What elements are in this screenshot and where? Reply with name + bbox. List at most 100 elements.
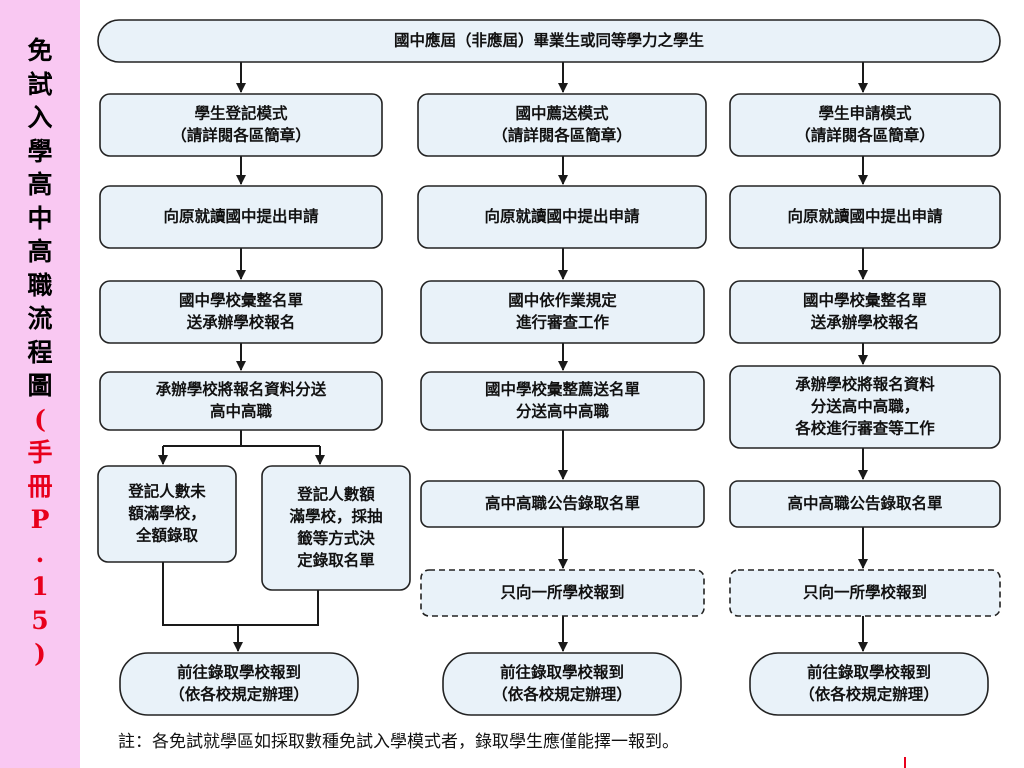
- sidebar-title-char: 流: [27, 304, 53, 333]
- col1-final-box-shape: [119, 652, 359, 716]
- col2-mode-box: 國中薦送模式 （請詳閱各區簡章）: [417, 93, 707, 157]
- col2-review-box-label: 國中依作業規定: [508, 291, 617, 310]
- col1-distribute-box-label: 高中高職: [210, 402, 273, 421]
- col3-distribute-box-label: 各校進行審查等工作: [794, 419, 935, 438]
- sidebar-note-char: 5: [31, 605, 49, 635]
- col2-apply-box: 向原就讀國中提出申請: [417, 185, 707, 249]
- sidebar-title-char: 程: [27, 337, 53, 367]
- top-banner-shape: [97, 19, 1001, 63]
- col3-announce-box: 高中高職公告錄取名單: [729, 480, 1001, 528]
- col1-branch-a-box-shape: [97, 465, 237, 563]
- col2-announce-box: 高中高職公告錄取名單: [420, 480, 705, 528]
- sidebar-title-char: 高: [27, 170, 53, 199]
- col2-announce-box-label: 高中高職公告錄取名單: [485, 494, 640, 513]
- sidebar-title-char: 試: [27, 69, 53, 99]
- col3-compile-box-label: 國中學校彙整名單: [803, 291, 927, 310]
- col2-final-box-label: （依各校規定辦理）: [492, 685, 632, 704]
- col1-branch-a-box-label: 全額錄取: [135, 526, 199, 545]
- col3-announce-box-label: 高中高職公告錄取名單: [787, 494, 942, 513]
- col3-mode-box-label: 學生申請模式: [818, 104, 912, 123]
- col1-apply-box-label: 向原就讀國中提出申請: [163, 207, 319, 226]
- sidebar-note-char: 冊: [27, 471, 53, 501]
- col1-branch-b-box-shape: [261, 465, 411, 591]
- col1-distribute-box-shape: [99, 371, 383, 431]
- connectors: [158, 62, 868, 652]
- sidebar-note-char: ): [34, 639, 46, 668]
- col3-compile-box-label: 送承辦學校報名: [810, 313, 920, 332]
- col1-branch-b-box-label: 籤等方式決: [297, 529, 375, 548]
- col1-branch-b-box-label: 滿學校，採抽: [289, 507, 382, 526]
- top-banner-label: 國中應屆（非應屆）畢業生或同等學力之學生: [394, 31, 705, 50]
- sidebar-title-char: 學: [27, 136, 53, 166]
- col2-review-box-label: 進行審查工作: [516, 313, 610, 332]
- col3-distribute-box-label: 承辦學校將報名資料: [795, 375, 935, 394]
- col2-compile-box-label: 分送高中高職: [516, 402, 610, 421]
- col1-branch-b-box-label: 登記人數額: [296, 485, 375, 504]
- col1-compile-box-shape: [99, 280, 383, 344]
- sidebar-note-char: 1: [31, 572, 49, 601]
- col2-announce-box-shape: [420, 480, 705, 528]
- col3-mode-box: 學生申請模式 （請詳閱各區簡章）: [729, 93, 1001, 157]
- col1-mode-box-label: 學生登記模式: [194, 104, 288, 123]
- sidebar-note-char: P: [30, 505, 50, 534]
- col3-final-box-label: 前往錄取學校報到: [807, 663, 931, 682]
- col2-apply-box-label: 向原就讀國中提出申請: [484, 207, 640, 226]
- col1-apply-box: 向原就讀國中提出申請: [99, 185, 383, 249]
- col3-mode-box-label: （請詳閱各區簡章）: [795, 126, 935, 145]
- col2-compile-box-shape: [420, 371, 705, 431]
- col3-mode-box-shape: [729, 93, 1001, 157]
- flow-line: [162, 562, 319, 626]
- col2-mode-box-label: （請詳閱各區簡章）: [492, 126, 632, 145]
- col2-final-box: 前往錄取學校報到 （依各校規定辦理）: [442, 652, 682, 716]
- footnote: 註：各免試就學區如採取數種免試入學模式者，錄取學生應僅能擇一報到。: [118, 732, 679, 752]
- col3-report-box: 只向一所學校報到: [729, 569, 1001, 617]
- sidebar-title-char: 中: [27, 203, 53, 233]
- col3-final-box-label: （依各校規定辦理）: [799, 685, 939, 704]
- col3-compile-box-shape: [729, 280, 1001, 344]
- col1-mode-box-label: （請詳閱各區簡章）: [171, 126, 311, 145]
- col1-mode-box-shape: [99, 93, 383, 157]
- col2-report-box-label: 只向一所學校報到: [500, 583, 624, 602]
- col3-apply-box-shape: [729, 185, 1001, 249]
- col3-distribute-box-label: 分送高中高職，: [811, 397, 920, 416]
- sidebar-note-char: (: [34, 404, 46, 434]
- col2-final-box-label: 前往錄取學校報到: [500, 663, 624, 682]
- col2-mode-box-shape: [417, 93, 707, 157]
- col1-compile-box-label: 國中學校彙整名單: [179, 291, 303, 310]
- col3-apply-box-label: 向原就讀國中提出申請: [787, 207, 943, 226]
- col1-final-box-label: （依各校規定辦理）: [169, 685, 309, 704]
- sidebar-title-char: 職: [27, 270, 53, 300]
- col1-final-box-label: 前往錄取學校報到: [177, 663, 301, 682]
- sidebar-title-char: 高: [27, 237, 53, 266]
- col1-compile-box-label: 送承辦學校報名: [186, 313, 296, 332]
- col3-report-box-label: 只向一所學校報到: [803, 583, 927, 602]
- col2-mode-box-label: 國中薦送模式: [515, 104, 609, 123]
- col3-announce-box-shape: [729, 480, 1001, 528]
- col2-apply-box-shape: [417, 185, 707, 249]
- sidebar-title-char: 圖: [27, 371, 53, 400]
- col1-branch-a-box-label: 登記人數未: [127, 482, 206, 501]
- col1-apply-box-shape: [99, 185, 383, 249]
- sidebar-note-char: .: [35, 538, 45, 568]
- top-banner: 國中應屆（非應屆）畢業生或同等學力之學生: [97, 19, 1001, 63]
- col3-apply-box: 向原就讀國中提出申請: [729, 185, 1001, 249]
- col1-branch-b-box-label: 定錄取名單: [297, 551, 375, 570]
- col1-mode-box: 學生登記模式 （請詳閱各區簡章）: [99, 93, 383, 157]
- col3-distribute-box-shape: [729, 365, 1001, 449]
- sidebar-title-char: 免: [27, 36, 53, 65]
- col2-compile-box-label: 國中學校彙整薦送名單: [485, 380, 640, 399]
- col3-report-box-shape: [729, 569, 1001, 617]
- col2-report-box-shape: [420, 569, 705, 617]
- col1-branch-a-box-label: 額滿學校，: [127, 504, 206, 523]
- corner-mark: [904, 757, 906, 768]
